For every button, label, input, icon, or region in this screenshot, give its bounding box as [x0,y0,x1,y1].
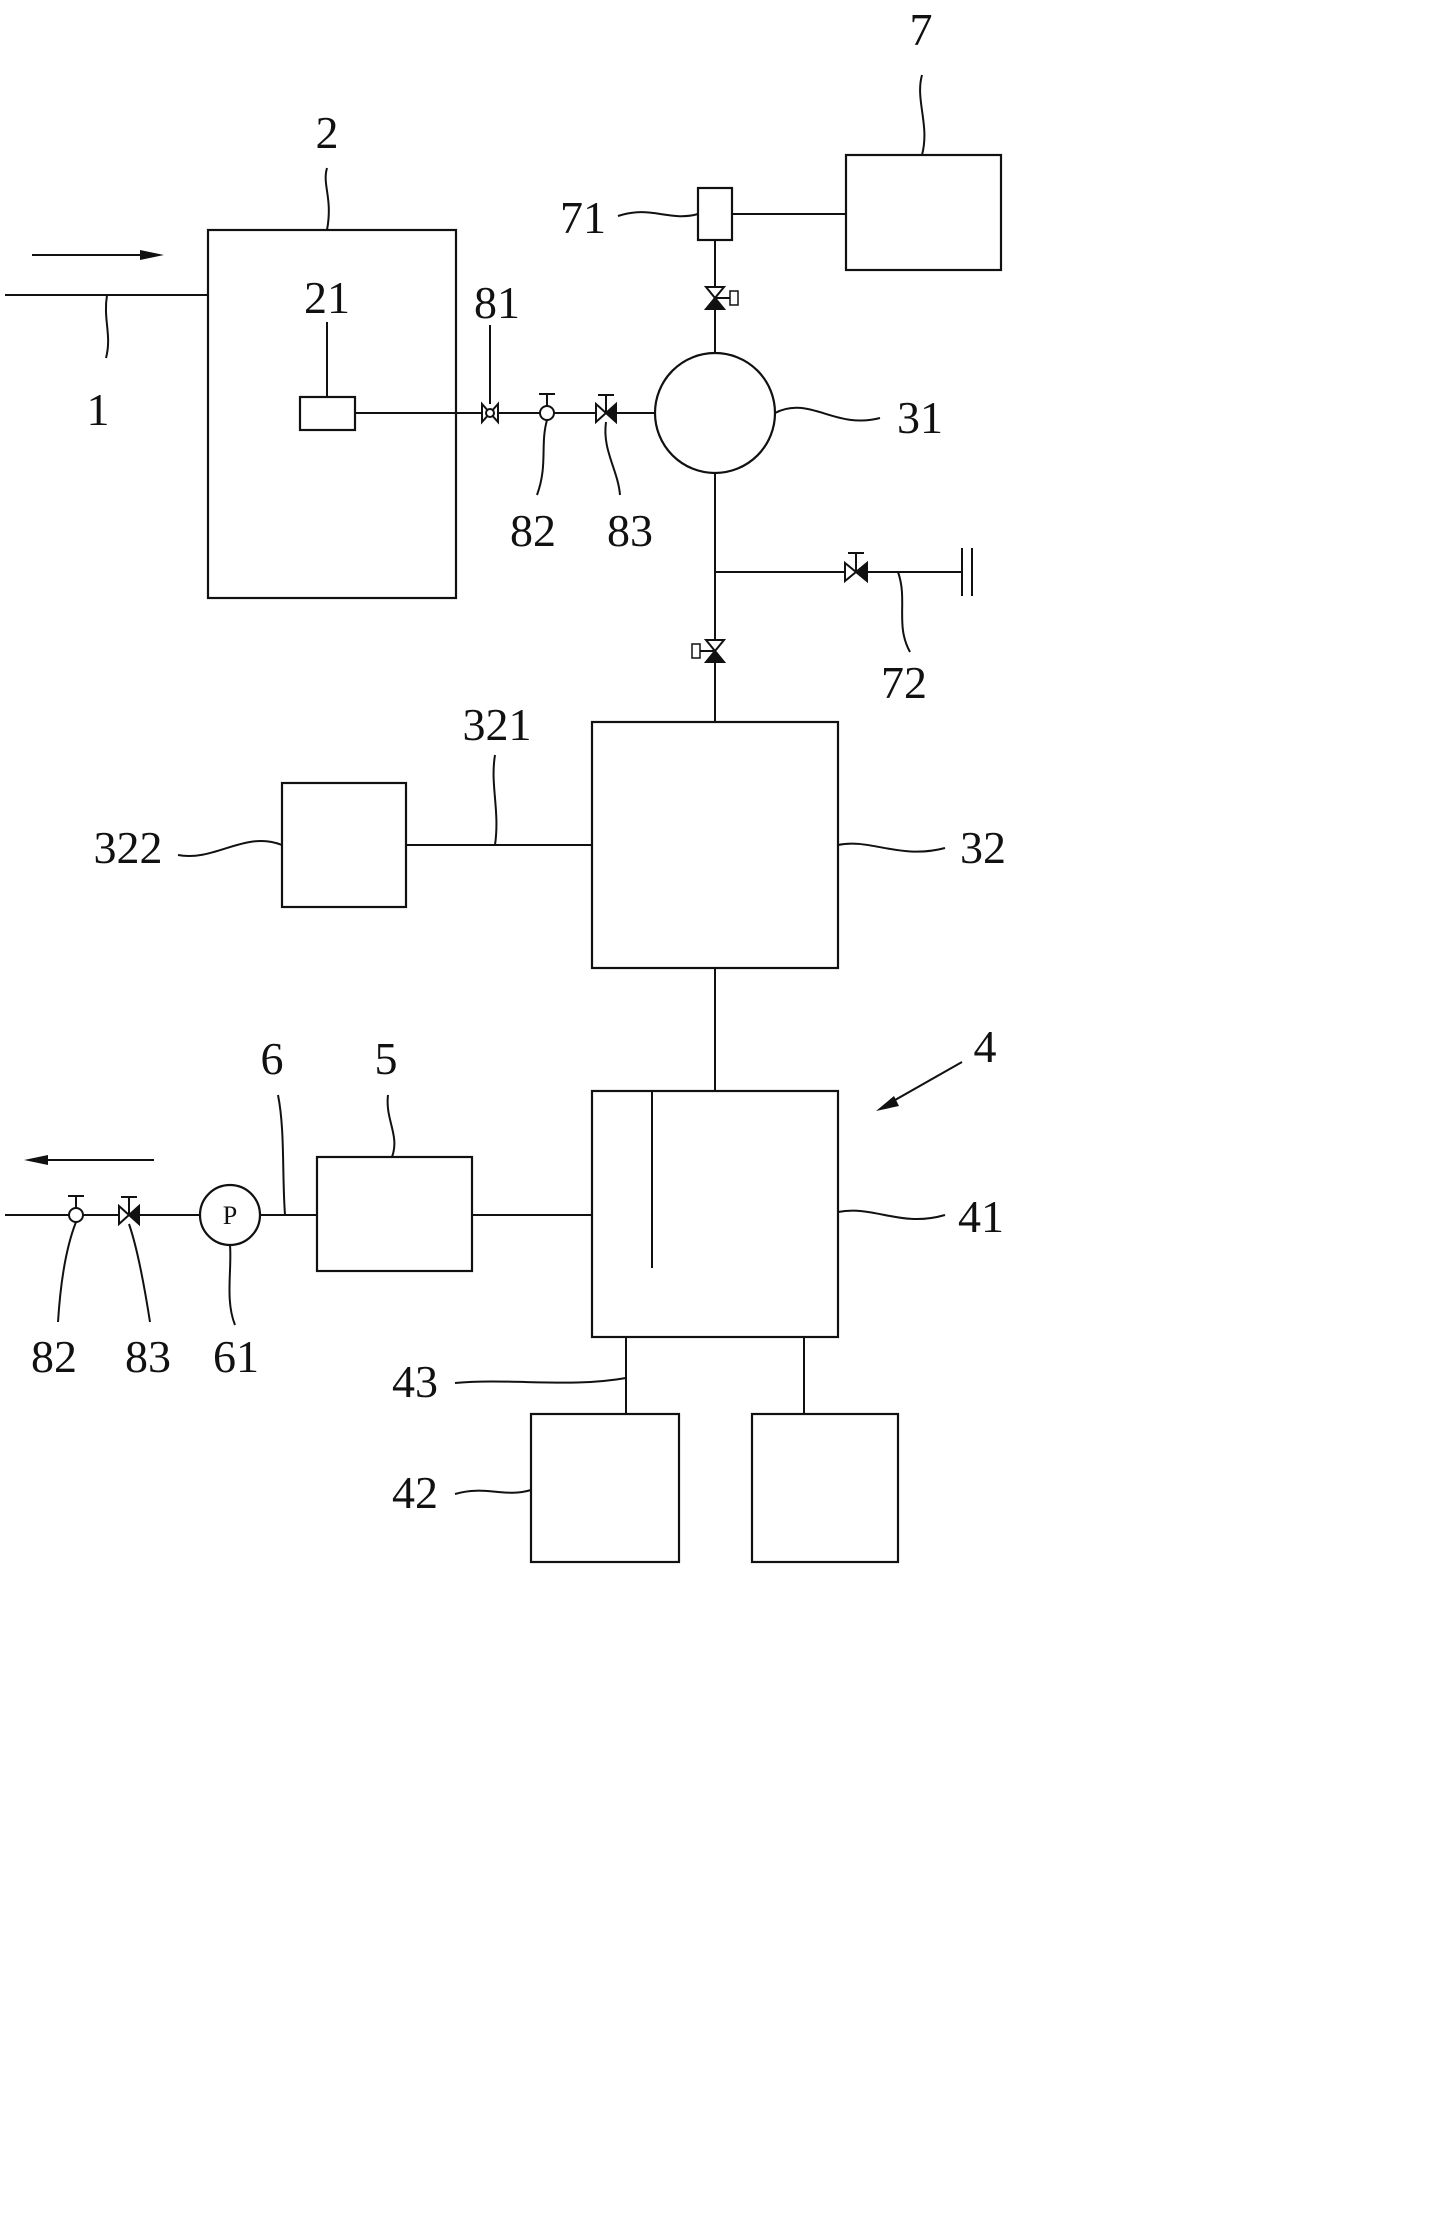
label-82-bottom: 82 [31,1331,77,1382]
leader-line-2 [324,167,330,231]
label-71: 71 [560,192,606,243]
label-43: 43 [392,1356,438,1407]
valve-82-bottom-icon [68,1195,84,1223]
leader-line-6 [277,1094,286,1216]
component-box-71 [696,186,734,242]
leader-line-31 [774,406,881,422]
component-box-21 [298,395,357,432]
label-5: 5 [375,1033,398,1084]
label-72: 72 [881,657,927,708]
label-1: 1 [87,384,110,435]
leader-line-5 [386,1094,396,1158]
arrow-4-icon [876,1061,963,1111]
label-322: 322 [94,822,163,873]
leader-line-71 [617,211,699,218]
leader-line-1 [104,294,110,359]
valve-83-bottom-icon [118,1196,140,1227]
unit-box-7 [844,153,1003,272]
inlet-flow-arrow [32,250,164,260]
leader-line-83-top [604,421,621,496]
label-82-top: 82 [510,505,556,556]
leader-line-82-bottom [57,1221,77,1323]
label-81: 81 [474,277,520,328]
vessel-31 [653,351,777,475]
label-32: 32 [960,822,1006,873]
outlet-flow-arrow [24,1155,154,1165]
pump-symbol: P [223,1201,237,1230]
leader-line-42 [454,1489,532,1495]
label-42: 42 [392,1467,438,1518]
solenoid-valve-top-icon [703,286,739,310]
leader-line-43 [454,1377,627,1384]
leader-line-7 [919,74,926,156]
valve-82-icon [539,393,555,421]
leader-line-32 [837,842,946,853]
label-21: 21 [304,272,350,323]
vent-valve-icon [844,552,868,584]
pump-61-icon: P [198,1183,262,1247]
label-4: 4 [974,1021,997,1072]
label-321: 321 [463,699,532,750]
leader-line-322 [177,840,283,857]
process-flow-diagram: P 1 2 21 81 82 83 31 7 71 72 321 322 32 … [5,4,1006,1564]
leader-line-83-bottom [128,1223,151,1323]
leader-line-61 [228,1244,236,1326]
label-83-bottom: 83 [125,1331,171,1382]
unit-box-41 [590,1089,840,1339]
pipe-end-cap-icon [961,548,973,596]
label-6: 6 [261,1033,284,1084]
solenoid-valve-lower-icon [691,639,727,663]
unit-box-32 [590,720,840,970]
leader-line-82-top [536,419,548,496]
valve-81-icon [481,401,499,425]
label-7: 7 [910,4,933,55]
label-31: 31 [897,392,943,443]
label-61: 61 [213,1331,259,1382]
unit-box-322 [280,781,408,909]
leader-line-41 [837,1209,946,1220]
unit-box-42-right [750,1412,900,1564]
diagram-canvas: P 1 2 21 81 82 83 31 7 71 72 321 322 32 … [0,0,1020,1571]
label-2: 2 [316,107,339,158]
label-83-top: 83 [607,505,653,556]
unit-box-5 [315,1155,474,1273]
leader-line-72 [897,571,911,653]
label-41: 41 [958,1191,1004,1242]
leader-line-321 [492,754,498,846]
valve-83-icon [595,394,617,425]
unit-box-42 [529,1412,681,1564]
